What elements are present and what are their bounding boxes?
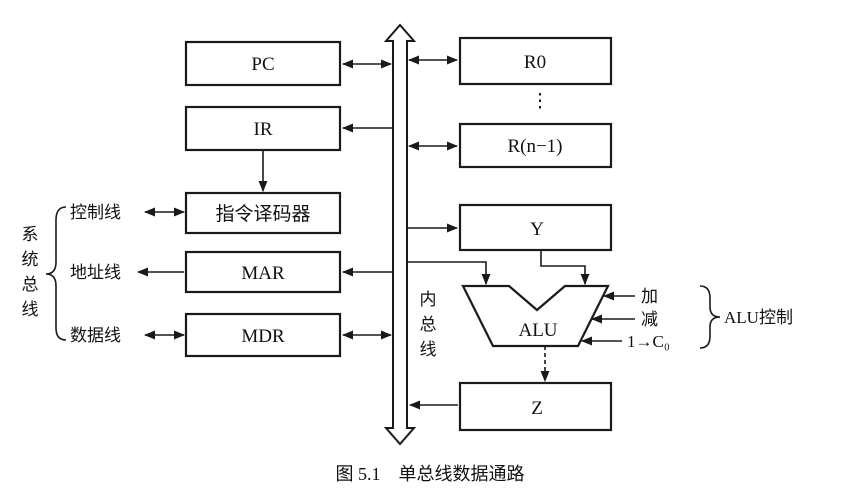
internal-bus-char-1: 内	[420, 290, 437, 309]
control-line-label: 控制线	[70, 203, 121, 222]
add-label: 加	[641, 287, 658, 306]
carry-label: 1→C₀	[627, 332, 670, 351]
bus-to-alu	[408, 261, 491, 286]
internal-bus	[383, 23, 417, 446]
internal-bus-char-3: 线	[420, 340, 437, 359]
system-bus-char-4: 线	[22, 300, 39, 319]
alu-control-label: ALU控制	[724, 308, 793, 327]
z-label: Z	[531, 398, 543, 419]
ir-register	[184, 105, 342, 152]
decoder-label: 指令译码器	[215, 203, 310, 225]
system-bus-char-2: 统	[22, 250, 39, 269]
system-bus-brace	[45, 206, 67, 341]
mdr-label: MDR	[241, 326, 285, 347]
internal-bus-char-2: 总	[420, 315, 437, 334]
r0-register	[458, 36, 613, 86]
register-dots: ⋮	[531, 91, 550, 112]
rn-label: R(n−1)	[507, 136, 562, 157]
y-register	[458, 203, 613, 252]
rn-register	[458, 122, 613, 169]
pc-label: PC	[251, 54, 274, 75]
sub-label: 减	[641, 310, 658, 329]
system-bus-char-1: 系	[22, 225, 39, 244]
z-register	[458, 381, 613, 432]
mar-label: MAR	[241, 263, 285, 284]
r0-label: R0	[524, 52, 546, 73]
instruction-decoder	[184, 191, 342, 235]
y-to-alu	[540, 250, 590, 286]
figure-caption: 图 5.1 单总线数据通路	[336, 464, 525, 484]
mar-register	[184, 250, 342, 294]
alu-unit	[461, 284, 610, 348]
data-line-label: 数据线	[70, 326, 121, 345]
ir-label: IR	[254, 119, 273, 140]
mdr-register	[184, 312, 342, 358]
pc-register	[184, 40, 342, 87]
y-label: Y	[530, 219, 544, 240]
alu-label: ALU	[518, 320, 557, 341]
alu-control-brace	[699, 285, 721, 349]
system-bus-char-3: 总	[22, 275, 39, 294]
address-line-label: 地址线	[70, 263, 121, 282]
